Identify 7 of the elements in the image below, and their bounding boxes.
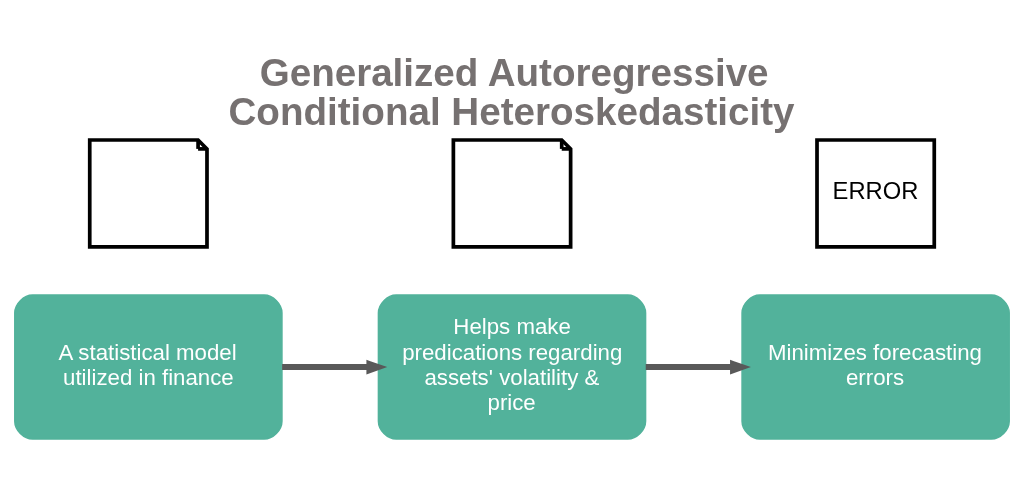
node-box: Minimizes forecasting errors [741, 293, 1010, 440]
diagram-title: Generalized Autoregressive Conditional Heteroskedasticity [228, 50, 795, 133]
arrow [282, 359, 388, 374]
node-box: ERROR [815, 137, 937, 249]
node-box: Helps make predications regarding assets' volatility & price [377, 293, 647, 440]
arrow [645, 359, 751, 374]
node-box: A statistical model utilized in finance [14, 293, 283, 440]
